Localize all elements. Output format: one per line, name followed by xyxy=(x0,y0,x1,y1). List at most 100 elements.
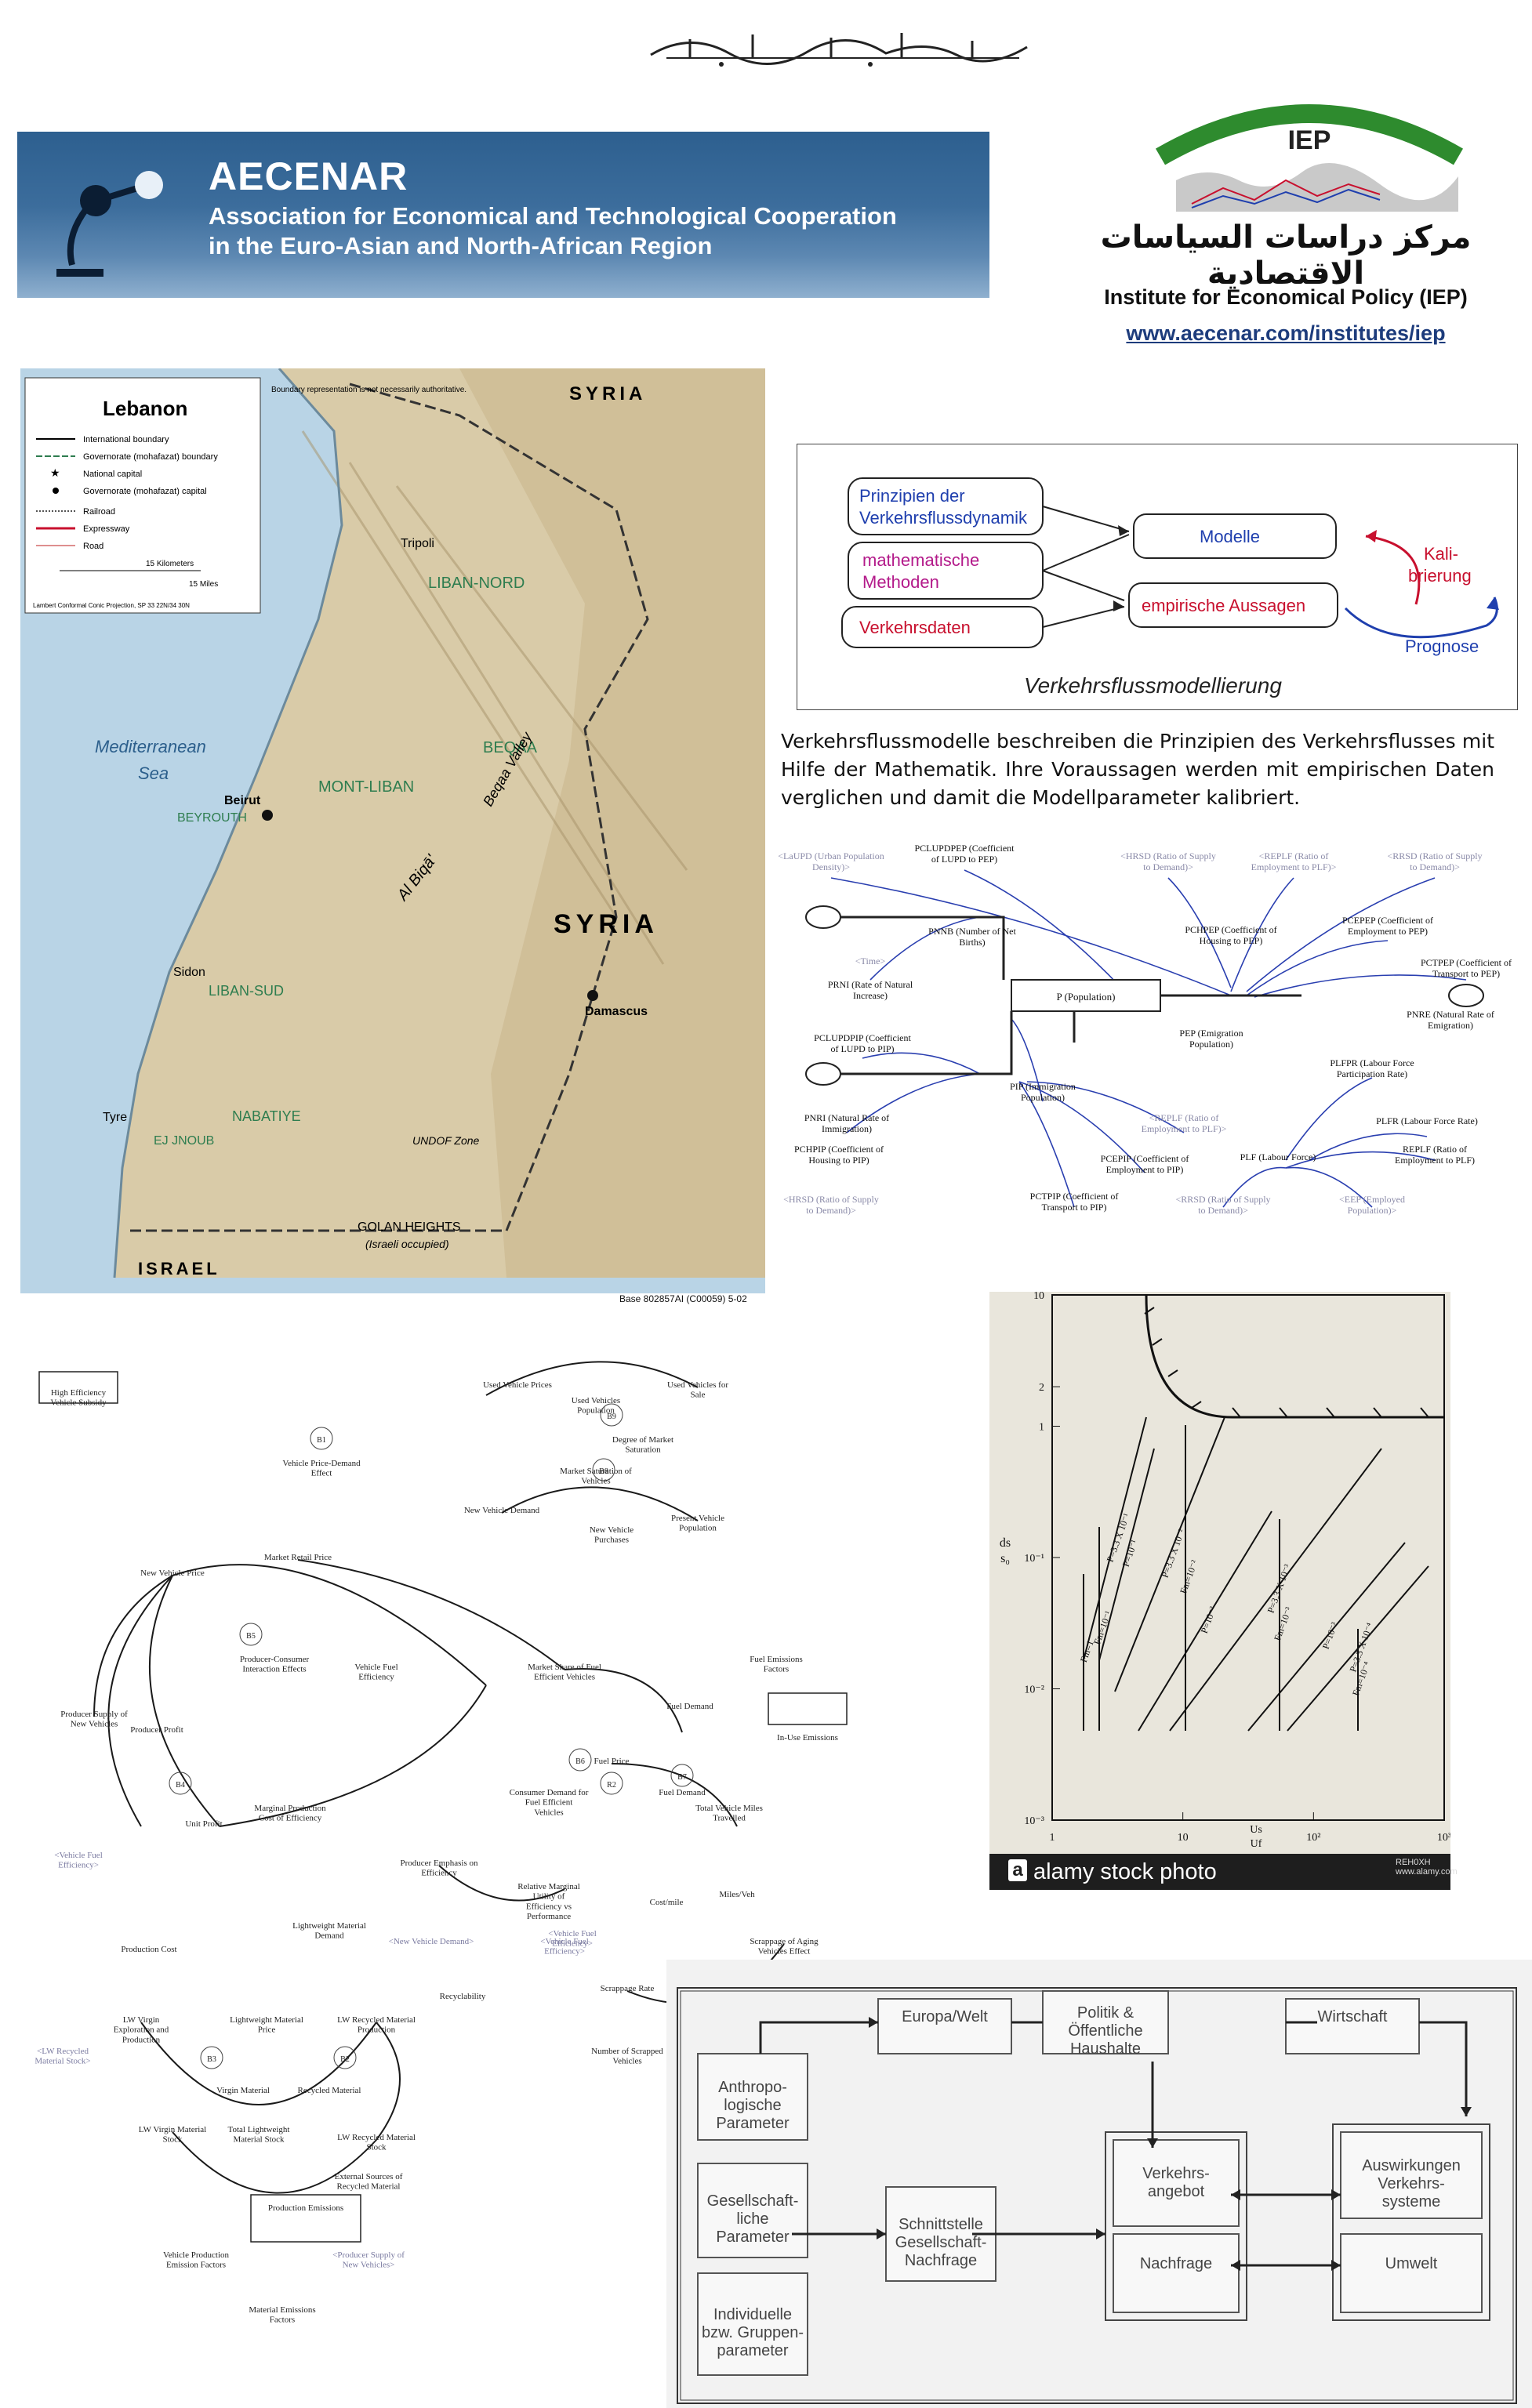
iep-arabic-name: مركز دراسات السياسات الاقتصادية xyxy=(1100,219,1472,292)
alamy-brand-text: alamy stock photo xyxy=(1033,1859,1217,1884)
loop-marker xyxy=(600,1403,623,1427)
star-icon: ★ xyxy=(50,466,60,479)
map-region-label: UNDOF Zone xyxy=(412,1134,480,1147)
iep-badge-text: IEP xyxy=(1288,125,1331,155)
loop-label: B2 xyxy=(340,2055,350,2064)
flow-box-math-line: Methoden xyxy=(862,572,939,592)
map-city-label: Damascus xyxy=(585,1005,648,1018)
legend-item: Governorate (mohafazat) capital xyxy=(83,487,207,496)
loop-marker xyxy=(200,2046,223,2069)
alamy-y-tick: 10 xyxy=(1033,1292,1044,1302)
vehicle-model-node: Virgin Material xyxy=(216,2086,270,2095)
traffic-system-box xyxy=(697,2272,808,2376)
flow-diagram-caption: Verkehrsflussmodellierung xyxy=(1024,673,1282,698)
population-stock-label: P (Population) xyxy=(1057,991,1116,1003)
scale-mi: 15 Miles xyxy=(189,580,218,589)
alamy-y-axis-label: ds xyxy=(1000,1536,1011,1550)
vehicle-model-node: Production Emissions xyxy=(268,2203,343,2213)
alamy-y-tick: 10⁻² xyxy=(1024,1685,1044,1696)
map-region-label: LIBAN-NORD xyxy=(428,575,525,592)
loop-label: R2 xyxy=(607,1781,616,1790)
loop-label: B8 xyxy=(599,1467,608,1476)
map-city-label: Tripoli xyxy=(401,537,434,550)
population-model-node: <Time> xyxy=(855,956,886,966)
basmala-calligraphy xyxy=(650,33,1028,67)
alamy-x-tick: 10³ xyxy=(1437,1832,1450,1844)
alamy-y-axis-label: s₀ xyxy=(1000,1552,1010,1565)
lebanon-map: Lebanon Boundary representation is not n… xyxy=(20,368,765,1293)
loop-marker xyxy=(568,1748,592,1772)
iep-website-link[interactable]: www.aecenar.com/institutes/iep xyxy=(1126,321,1446,345)
alamy-x-tick: 10² xyxy=(1306,1832,1320,1844)
flow-box-principles-line: Verkehrsflussdynamik xyxy=(859,508,1028,528)
vehicle-model-node: Cost/mile xyxy=(650,1898,684,1907)
vehicle-model-node: Used Vehicle Prices xyxy=(483,1380,552,1390)
aecenar-name: AECENAR xyxy=(209,154,408,198)
map-city-label: Tyre xyxy=(103,1111,127,1124)
population-model-node: PLF (Labour Force) xyxy=(1240,1151,1316,1162)
flow-box-data: Verkehrsdaten xyxy=(859,618,971,637)
vehicle-model-node: Scrappage Rate xyxy=(601,1984,655,1993)
loop-marker xyxy=(592,1458,615,1481)
legend-item: International boundary xyxy=(83,435,169,444)
flow-modelling-diagram: Prinzipien der Verkehrsflussdynamik math… xyxy=(797,444,1518,710)
vehicle-model-node: Recyclability xyxy=(440,1992,486,2001)
vehicle-model-node: Fuel Price xyxy=(594,1757,630,1766)
vehicle-model-node: <New Vehicle Demand> xyxy=(389,1937,474,1946)
aecenar-banner: AECENAR Association for Economical and T… xyxy=(17,132,989,298)
traffic-system-box-label: Umwelt xyxy=(1385,2255,1438,2272)
map-region-label: EJ JNOUB xyxy=(154,1134,214,1148)
map-city-label: Beirut xyxy=(224,794,261,807)
flow-calibration-label: Kali- xyxy=(1424,544,1458,564)
vehicle-model-node: New Vehicle Demand xyxy=(464,1506,540,1515)
legend-item: Railroad xyxy=(83,507,115,517)
flow-box-math-line: mathematische xyxy=(862,550,979,570)
map-country-label: SYRIA xyxy=(554,909,659,939)
alamy-x-tick: 10 xyxy=(1178,1832,1189,1844)
traffic-system-box xyxy=(1113,2233,1240,2313)
map-region-label: (Israeli occupied) xyxy=(365,1238,449,1250)
alamy-y-tick: 1 xyxy=(1039,1422,1044,1434)
flow-box-empirical: empirische Aussagen xyxy=(1142,596,1305,615)
cloud-icon xyxy=(805,1062,841,1086)
loop-label: B3 xyxy=(207,2055,216,2064)
loop-marker xyxy=(310,1427,333,1450)
iep-english-name: Institute for Economical Policy (IEP) xyxy=(1104,285,1468,309)
alamy-logo-icon: a xyxy=(1008,1859,1027,1881)
scale-km: 15 Kilometers xyxy=(146,560,194,568)
